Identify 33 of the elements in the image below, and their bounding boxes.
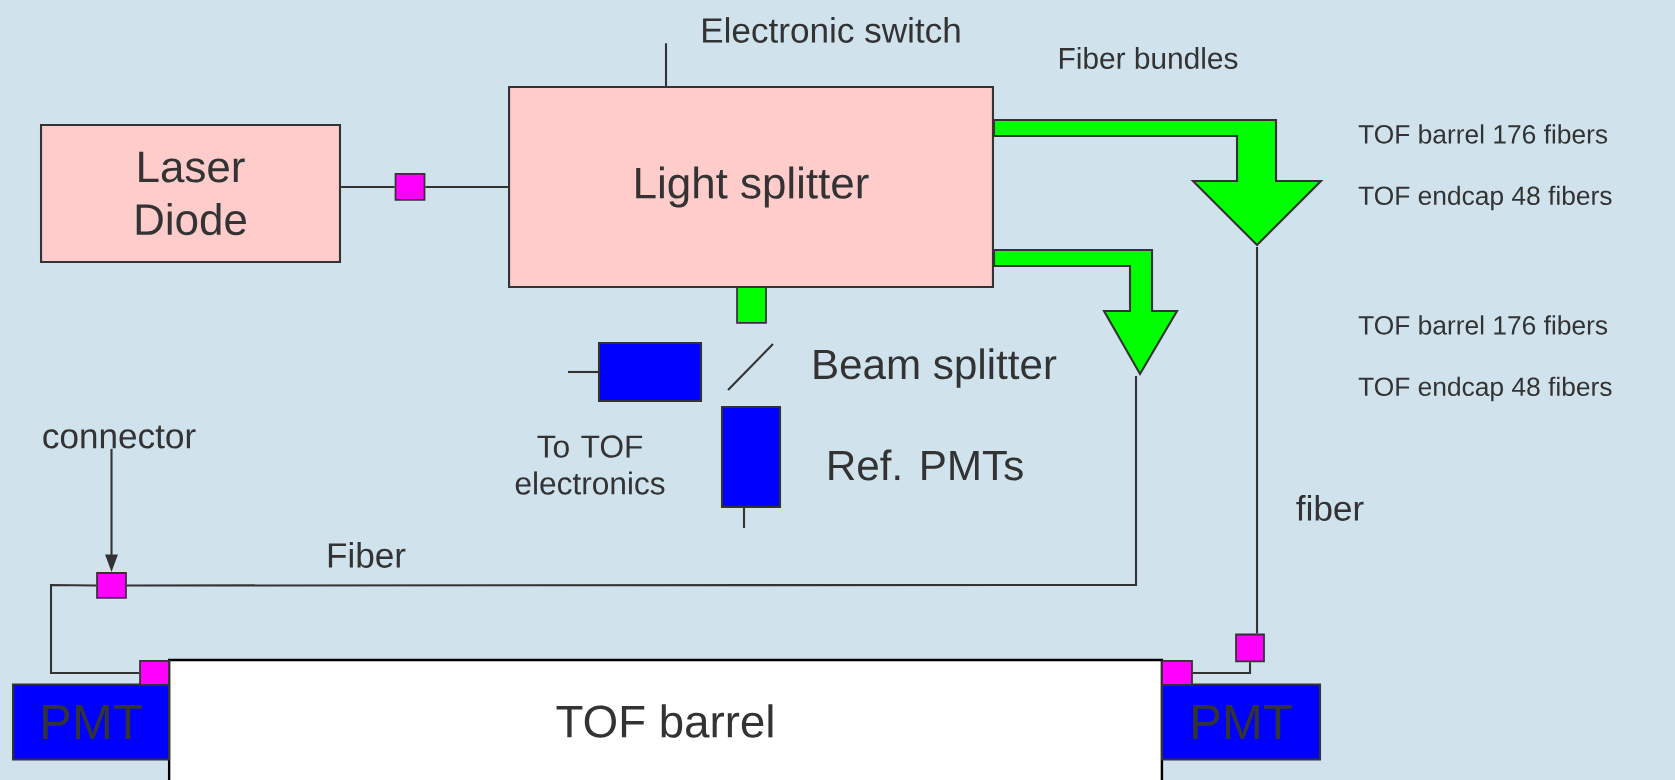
connector-block	[139, 660, 170, 686]
barrel-box: TOF barrel	[167, 658, 1164, 780]
leader-line	[664, 43, 668, 86]
light-splitter-box: Light splitter	[508, 85, 994, 289]
bundle-arrow	[992, 248, 1179, 377]
fiber-line	[126, 376, 1138, 587]
callout-text: connector	[43, 425, 196, 449]
fiber-line	[1192, 662, 1252, 675]
connector-block	[96, 572, 127, 599]
pmt-box: PMT	[1160, 683, 1322, 761]
annotation-text: TOF endcap 48 fibers	[1358, 376, 1612, 402]
bundle-arrow	[992, 118, 1324, 247]
part-label: Ref. PMTs	[829, 449, 1023, 481]
pmt-box: PMT	[11, 683, 171, 761]
annotation-text: Fiber bundles	[1060, 47, 1238, 69]
callout-text: Electronic switch	[703, 17, 960, 43]
annotation-text: To TOF electronics	[515, 435, 665, 495]
annotation-text: TOF barrel 176 fibers	[1358, 315, 1608, 335]
annotation-text: TOF barrel 176 fibers	[1358, 124, 1608, 144]
edge-label: Fiber	[322, 538, 410, 572]
fiber-line	[1255, 247, 1259, 634]
fiber-line	[425, 185, 508, 189]
laser-diode-box: Laser Diode	[40, 123, 342, 264]
connector-block	[1161, 660, 1193, 686]
connector-block	[1235, 633, 1265, 663]
pmt-block	[720, 405, 782, 509]
fiber-line	[341, 185, 395, 189]
annotation-text: TOF endcap 48 fibers	[1358, 185, 1612, 211]
pmt-block	[597, 341, 703, 403]
connector-block	[394, 173, 426, 201]
edge-label: fiber	[1292, 491, 1368, 525]
fiber-line	[49, 583, 140, 675]
part-label: Beam splitter	[814, 348, 1057, 388]
